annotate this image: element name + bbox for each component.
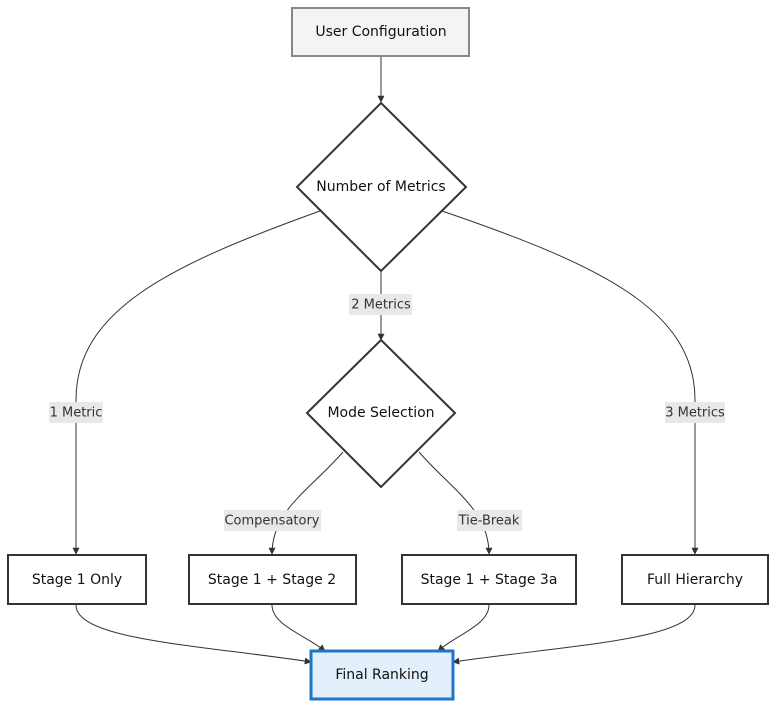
svg-text:Compensatory: Compensatory (224, 514, 319, 529)
node-mode-selection: Mode Selection (305, 338, 457, 489)
svg-text:Full Hierarchy: Full Hierarchy (647, 572, 743, 588)
node-user-configuration: User Configuration (291, 7, 470, 57)
edge-mode-to-stage3a (418, 451, 493, 555)
edge-stage1only-to-final (75, 604, 312, 665)
node-final-ranking: Final Ranking (309, 649, 455, 701)
edge-label-tie-break: Tie-Break (457, 510, 522, 531)
node-stage-1-stage-2: Stage 1 + Stage 2 (188, 554, 357, 605)
svg-text:Number of Metrics: Number of Metrics (316, 179, 445, 195)
svg-text:Final Ranking: Final Ranking (335, 667, 428, 683)
edge-stage2-to-final (271, 604, 326, 652)
svg-text:Tie-Break: Tie-Break (458, 514, 520, 529)
svg-text:Stage 1 + Stage 2: Stage 1 + Stage 2 (208, 572, 336, 588)
svg-text:Stage 1 Only: Stage 1 Only (32, 572, 122, 588)
edge-label-3-metrics: 3 Metrics (665, 402, 725, 423)
edge-label-2-metrics: 2 Metrics (349, 294, 412, 315)
edge-mode-to-stage2 (268, 451, 344, 555)
node-number-of-metrics: Number of Metrics (295, 101, 468, 273)
node-full-hierarchy: Full Hierarchy (621, 554, 769, 605)
edge-metrics-to-stage1only (72, 210, 321, 555)
svg-text:1 Metric: 1 Metric (50, 406, 103, 421)
svg-text:User Configuration: User Configuration (315, 24, 446, 40)
edge-metrics-to-fullhierarchy (441, 210, 699, 555)
svg-text:Mode Selection: Mode Selection (327, 405, 434, 421)
svg-text:Stage 1 + Stage 3a: Stage 1 + Stage 3a (421, 572, 558, 588)
svg-text:3 Metrics: 3 Metrics (665, 406, 725, 421)
edge-label-1-metric: 1 Metric (49, 402, 103, 423)
edge-stage3a-to-final (437, 604, 490, 652)
edge-fullhierarchy-to-final (452, 604, 696, 665)
node-stage-1-stage-3a: Stage 1 + Stage 3a (401, 554, 577, 605)
node-stage-1-only: Stage 1 Only (7, 554, 147, 605)
svg-text:2 Metrics: 2 Metrics (351, 298, 411, 313)
edge-label-compensatory: Compensatory (224, 510, 321, 531)
